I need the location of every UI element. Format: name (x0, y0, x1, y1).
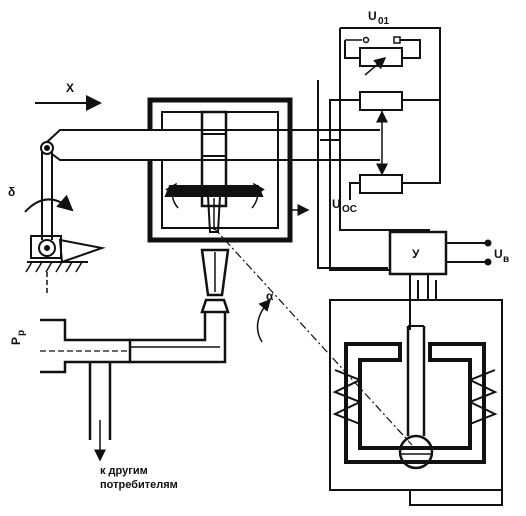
svg-text:ОС: ОС (342, 204, 357, 215)
delta-rotation-arrow (24, 194, 74, 213)
label-consumers-line2: потребителям (100, 479, 178, 491)
main-housing (147, 97, 380, 243)
svg-text:U: U (368, 9, 377, 23)
sensor-unit (329, 280, 503, 506)
centre-line (213, 227, 413, 446)
label-amplifier: У (412, 247, 420, 261)
svg-text:U: U (332, 197, 341, 211)
svg-text:в: в (503, 254, 509, 265)
label-uv: U в (494, 247, 509, 265)
label-delta: δ (8, 185, 15, 199)
nozzle-and-pipe (128, 248, 230, 364)
label-uoc: U ОС (332, 197, 357, 215)
svg-text:U: U (494, 247, 503, 261)
potentiometer-circuit (317, 27, 441, 271)
amplifier-block (388, 230, 492, 330)
linkage-mechanism (25, 129, 300, 295)
label-consumers-line1: к другим (100, 465, 148, 477)
svg-text:01: 01 (378, 16, 390, 27)
pressure-supply (40, 318, 130, 462)
label-pp: P р (9, 330, 27, 345)
label-alpha: α (266, 289, 274, 303)
svg-text:P: P (9, 337, 23, 345)
alpha-angle-arrow (256, 298, 272, 343)
label-x: X (66, 81, 74, 95)
label-u01: U 01 (368, 9, 390, 27)
svg-text:р: р (16, 330, 27, 336)
